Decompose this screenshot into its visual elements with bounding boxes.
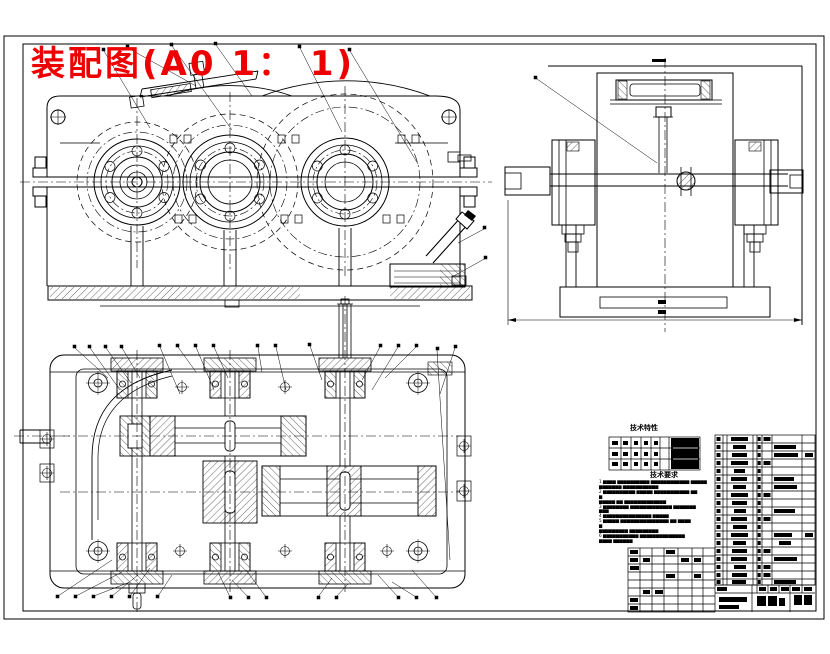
tech-note-line: ▆ [599,523,603,529]
tech-note-line: 1 ▆▆▆▆ ▆▆▆▆▆▆▆▆▆▆ ▆▆▆▆▆▆▆▆▆▆▆▆ ▆▆▆▆▆ [599,479,707,484]
front-view [20,60,492,308]
tech-note-line: ▆▆▆▆▆ ▆▆ ▆▆▆▆▆▆▆▆▆▆▆▆▆ [599,498,667,504]
tech-note-line: ▆▆▆ [599,508,609,514]
tech-note-line: ▆▆▆▆ ▆▆▆▆▆▆ [599,537,633,543]
spec-table [608,436,701,471]
leader-lines [55,41,658,600]
tech-note-line: 6 ▆▆▆▆▆▆▆▆▆▆▆ ▆▆▆▆▆▆▆▆▆▆▆▆▆▆ [599,532,685,538]
parts-list-table [714,434,816,586]
tech-note-line: ▆ [599,493,603,499]
tech-note-line: 2 ▆▆▆▆▆▆▆▆▆▆ ▆▆▆▆▆ ▆▆▆▆▆▆▆▆▆▆▆ ▆▆ [599,488,698,494]
bearing-cover-1 [93,138,181,226]
tech-notes: 1 ▆▆▆▆ ▆▆▆▆▆▆▆▆▆▆ ▆▆▆▆▆▆▆▆▆▆▆▆ ▆▆▆▆▆ ▆▆▆… [599,479,717,544]
tech-note-line: ▆▆▆▆▆▆▆▆▆ ▆▆▆▆▆▆▆▆▆ [599,528,659,534]
tech-note-line: ▆▆▆▆▆▆▆ ▆▆▆▆▆▆▆▆▆▆▆ [599,483,659,489]
side-view [504,58,804,332]
sheet-frame [3,35,825,620]
section-view [14,296,472,612]
spec-table-title: 技术特性 [630,424,658,432]
bearing-cover-3 [300,137,390,227]
bearing-cover-2 [182,134,278,230]
gear-train [119,415,437,524]
drawing-title: 装配图(A0 1： 1) [31,44,356,84]
title-block [627,547,815,613]
tech-note-line: 5 ▆▆▆▆▆ ▆▆▆▆▆▆▆▆▆▆▆▆▆▆▆ ▆▆ ▆▆▆▆ [599,518,691,524]
tech-note-line: 3 ▆▆▆▆▆▆▆▆ ▆▆▆▆▆▆▆▆▆▆▆▆▆ ▆▆▆▆▆▆▆ [599,503,696,509]
tech-notes-heading: 技术要求 [650,471,678,479]
tech-note-line: 4 ▆▆▆▆▆▆▆▆▆▆▆▆▆▆▆ ▆▆▆▆▆ [599,513,669,519]
